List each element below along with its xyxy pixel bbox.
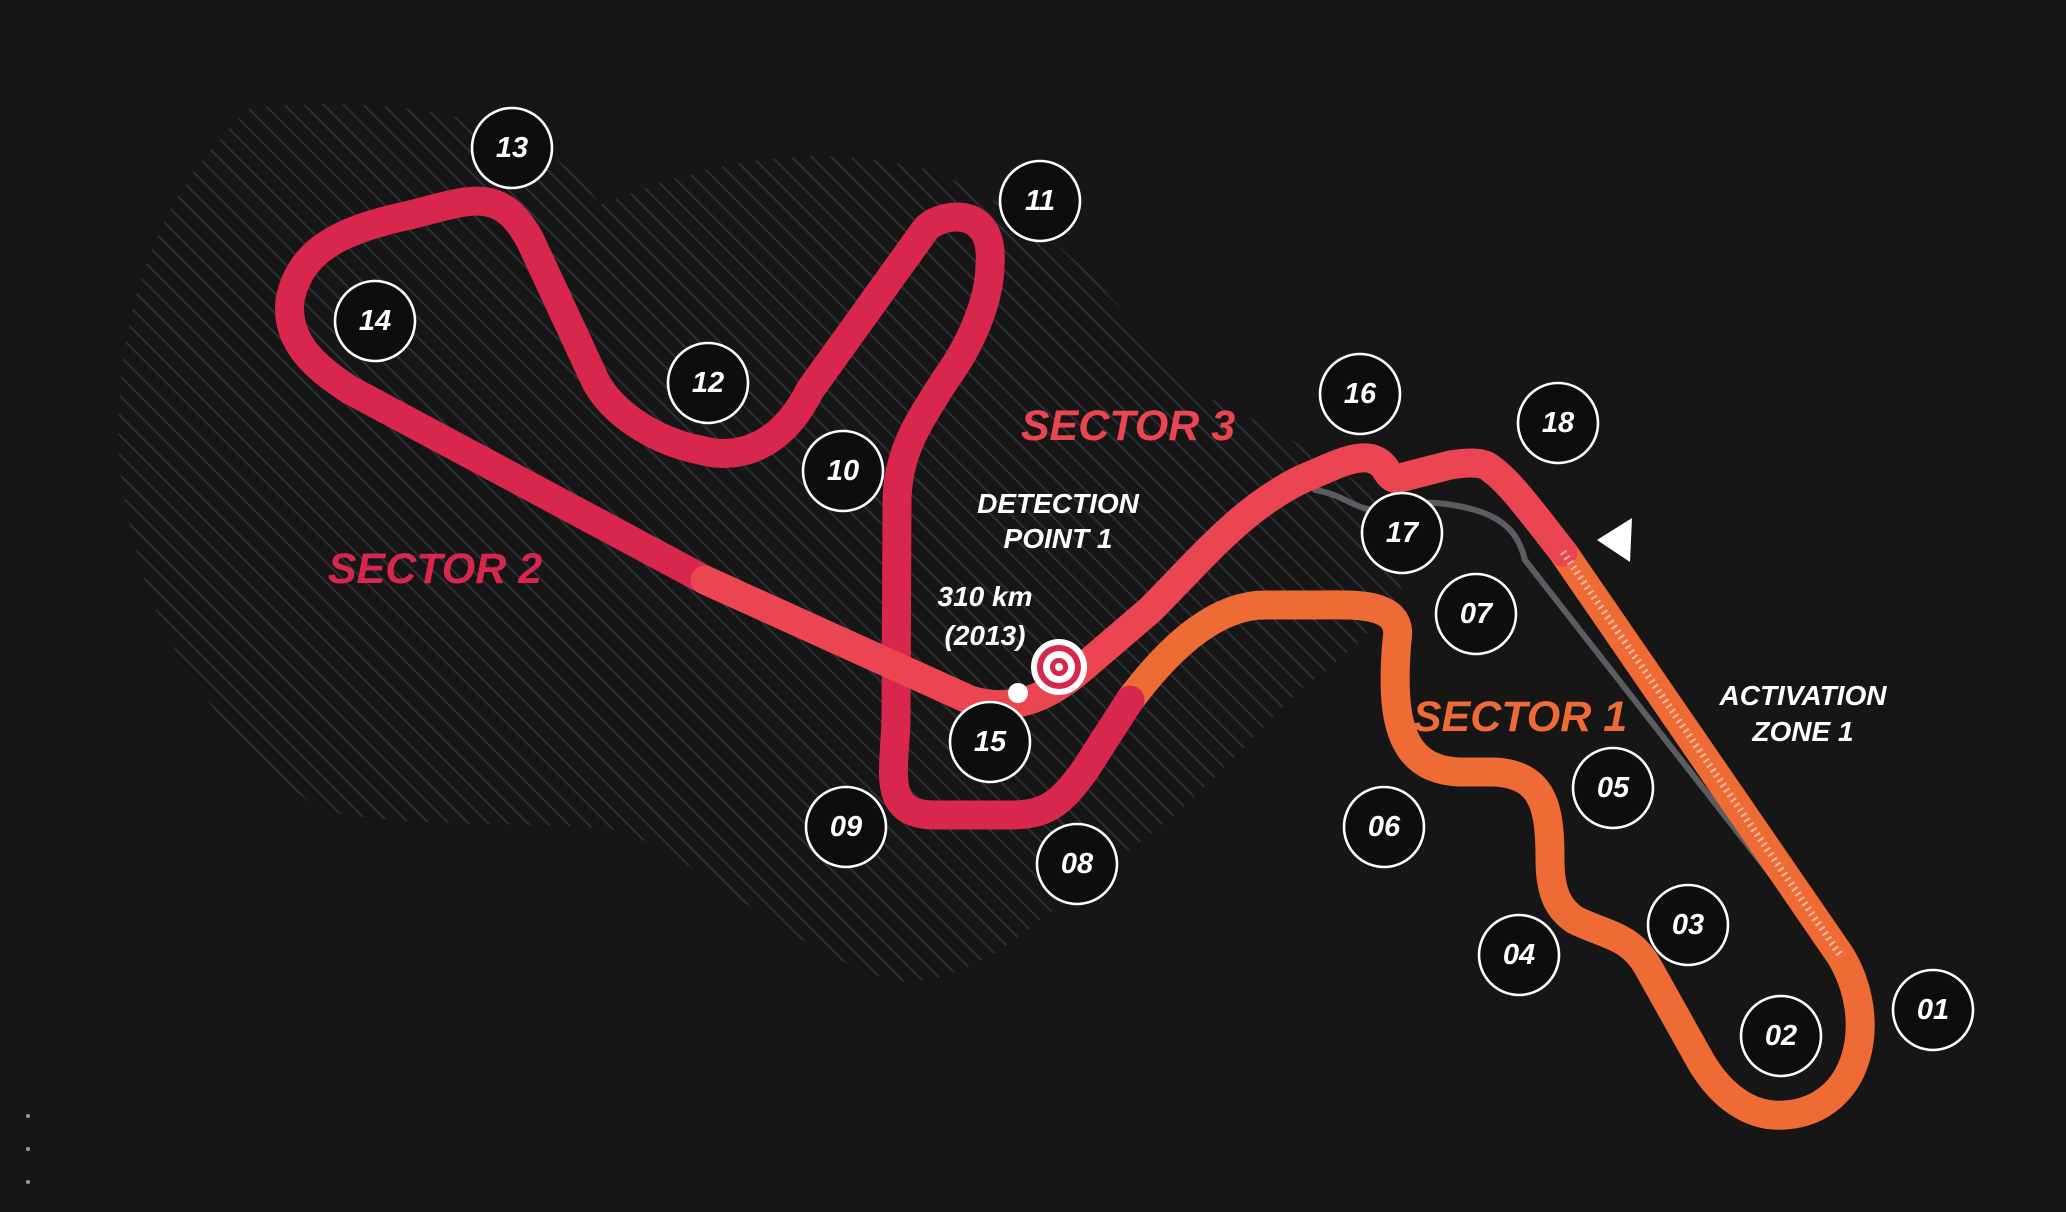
turn-marker-16: 16 bbox=[1318, 352, 1402, 436]
speed-record-value: 310 km bbox=[938, 581, 1033, 612]
turn-number-04: 04 bbox=[1503, 939, 1535, 971]
turn-number-06: 06 bbox=[1368, 811, 1401, 843]
activation-zone-label-line2: ZONE 1 bbox=[1751, 716, 1853, 747]
turn-number-14: 14 bbox=[359, 305, 391, 337]
turn-number-17: 17 bbox=[1386, 517, 1420, 549]
speed-trap-dot bbox=[1008, 683, 1028, 703]
turn-marker-08: 08 bbox=[1035, 822, 1119, 906]
turn-marker-02: 02 bbox=[1739, 994, 1823, 1078]
turn-number-03: 03 bbox=[1672, 909, 1704, 941]
turn-marker-06: 06 bbox=[1342, 785, 1426, 869]
decorative-dots bbox=[26, 1114, 30, 1184]
turn-marker-07: 07 bbox=[1434, 572, 1518, 656]
turn-number-13: 13 bbox=[496, 132, 528, 164]
turn-marker-15: 15 bbox=[948, 700, 1032, 784]
detection-point-label-line1: DETECTION bbox=[977, 488, 1140, 519]
turn-marker-05: 05 bbox=[1571, 746, 1655, 830]
track-sector-1 bbox=[1115, 537, 1875, 1130]
turn-marker-09: 09 bbox=[804, 785, 888, 869]
turn-number-12: 12 bbox=[692, 367, 724, 399]
turn-marker-01: 01 bbox=[1891, 968, 1975, 1052]
sector-1-label: SECTOR 1 bbox=[1413, 693, 1627, 741]
turn-number-01: 01 bbox=[1917, 994, 1949, 1026]
turn-number-15: 15 bbox=[974, 726, 1007, 758]
turn-marker-03: 03 bbox=[1646, 883, 1730, 967]
turn-marker-17: 17 bbox=[1360, 491, 1444, 575]
sector-2-label: SECTOR 2 bbox=[328, 545, 542, 593]
turn-number-07: 07 bbox=[1460, 598, 1494, 630]
turn-marker-18: 18 bbox=[1516, 381, 1600, 465]
direction-arrow-icon bbox=[1597, 518, 1632, 562]
turn-number-05: 05 bbox=[1597, 772, 1630, 804]
activation-zone-label-line1: ACTIVATION bbox=[1719, 680, 1888, 711]
detection-point-label-line2: POINT 1 bbox=[1004, 523, 1113, 554]
turn-marker-11: 11 bbox=[998, 159, 1082, 243]
detection-point-target-icon bbox=[1031, 639, 1087, 695]
track-sector-2 bbox=[275, 186, 1145, 830]
speed-record-year: (2013) bbox=[945, 620, 1026, 651]
turn-number-10: 10 bbox=[827, 455, 859, 487]
sector-3-label: SECTOR 3 bbox=[1021, 402, 1235, 450]
turn-number-18: 18 bbox=[1542, 407, 1575, 439]
turn-marker-12: 12 bbox=[666, 341, 750, 425]
turn-marker-10: 10 bbox=[801, 429, 885, 513]
turn-marker-14: 14 bbox=[333, 279, 417, 363]
turn-number-08: 08 bbox=[1061, 848, 1094, 880]
turn-marker-13: 13 bbox=[470, 106, 554, 190]
turn-number-02: 02 bbox=[1765, 1020, 1797, 1052]
turn-number-16: 16 bbox=[1344, 378, 1377, 410]
turn-number-11: 11 bbox=[1025, 185, 1055, 217]
turn-marker-04: 04 bbox=[1477, 913, 1561, 997]
turn-number-09: 09 bbox=[830, 811, 862, 843]
